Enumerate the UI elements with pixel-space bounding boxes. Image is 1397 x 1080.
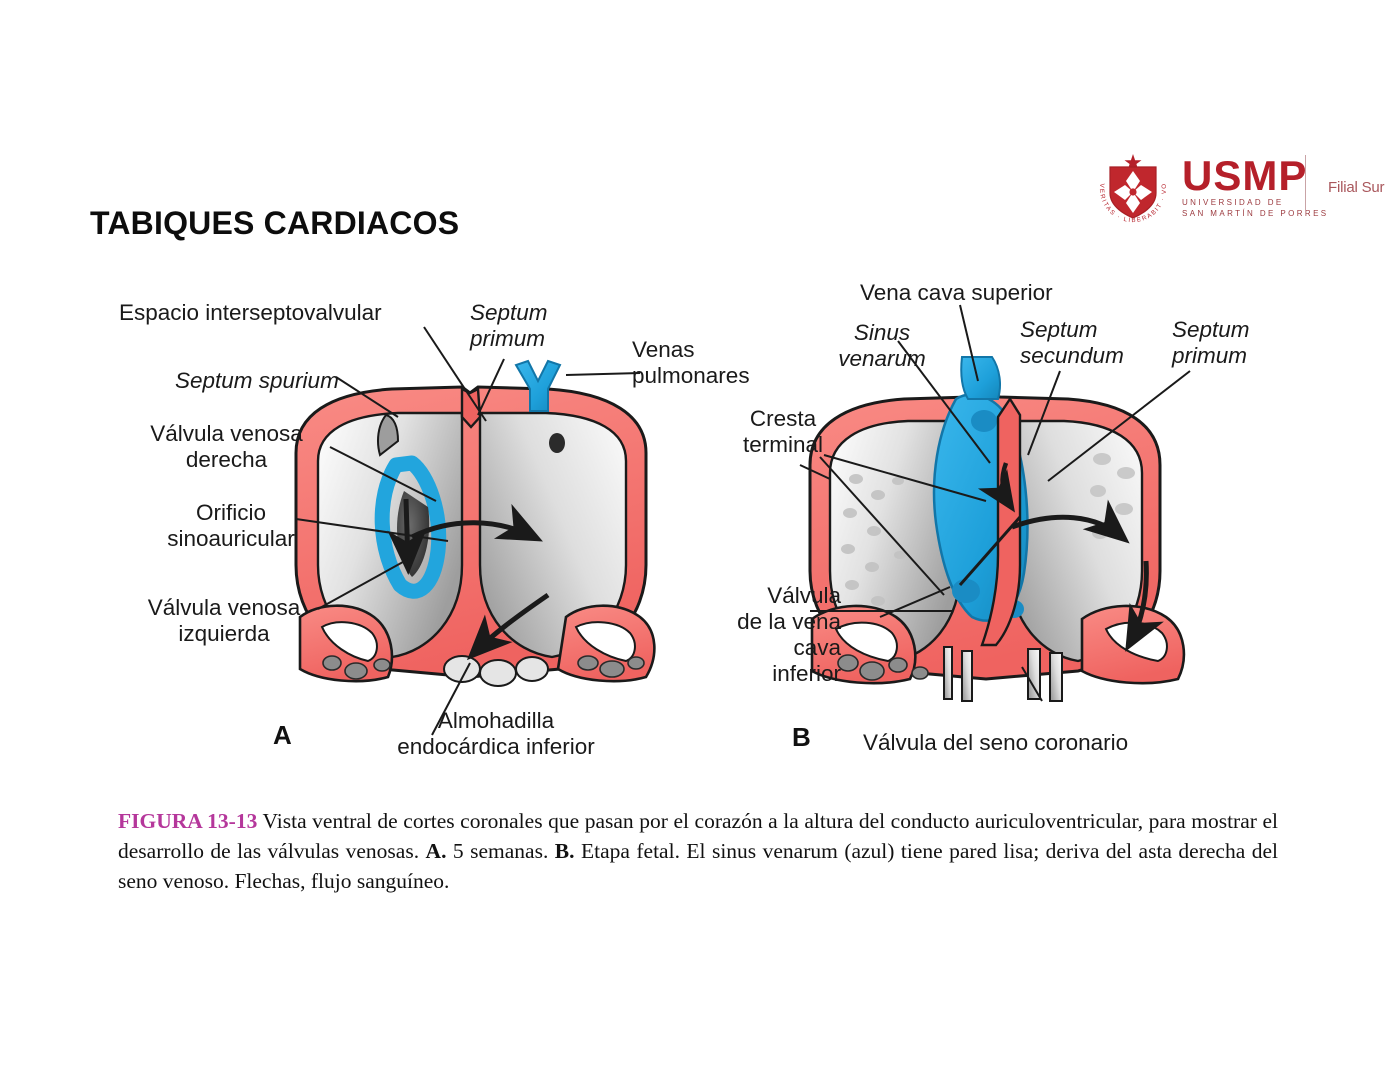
label-venas-pulmonares: Venas pulmonares	[632, 337, 750, 388]
figure-caption: FIGURA 13-13 Vista ventral de cortes cor…	[118, 806, 1278, 896]
caption-part-3: Etapa fetal. El sinus venarum (azul) tie…	[118, 839, 1278, 893]
label-espacio-interseptovalvular: Espacio interseptovalvular	[119, 300, 382, 325]
label-septum-secundum: Septum secundum	[1020, 317, 1124, 368]
anatomy-illustration	[294, 304, 1191, 736]
figure-number: FIGURA 13-13	[118, 809, 258, 833]
anatomy-figure: Espacio interseptovalvular Septum primum…	[0, 265, 1397, 785]
label-sinus-venarum: Sinus venarum	[838, 320, 926, 371]
caption-part-2: 5 semanas.	[446, 839, 555, 863]
label-cresta-terminal: Cresta terminal	[742, 406, 824, 457]
caption-bold-a: A.	[425, 839, 447, 863]
label-septum-primum-b: Septum primum	[1172, 317, 1250, 368]
usmp-shield-icon: VERITAS · LIBERABIT · VOS	[1092, 151, 1174, 229]
usmp-wordmark: USMP UNIVERSIDAD DE SAN MARTÍN DE PORRES	[1182, 155, 1329, 219]
label-valvula-seno-coronario: Válvula del seno coronario	[863, 730, 1129, 755]
page-title: TABIQUES CARDIACOS	[90, 205, 460, 241]
usmp-subtitle-line2: SAN MARTÍN DE PORRES	[1182, 209, 1329, 218]
label-septum-primum-a: Septum primum	[470, 300, 548, 351]
panel-a-illustration	[294, 326, 656, 736]
branch-label: Filial Sur	[1328, 179, 1385, 196]
usmp-letters: USMP	[1182, 152, 1308, 199]
caption-part-1: Vista ventral de cortes coronales que pa…	[118, 809, 1278, 863]
label-septum-spurium: Septum spurium	[175, 368, 339, 393]
label-vena-cava-superior: Vena cava superior	[860, 280, 1053, 305]
panel-b-illustration	[799, 304, 1191, 702]
label-valvula-venosa-izquierda: Válvula venosa izquierda	[147, 595, 301, 646]
label-valvula-vena-cava-inferior: Válvula de la vena cava inferior	[737, 583, 841, 686]
panel-b-letter: B	[792, 722, 811, 752]
label-orificio-sinoauricular: Orificio sinoauricular	[167, 500, 295, 551]
usmp-logo: VERITAS · LIBERABIT · VOS USMP UNIVERSID…	[1092, 143, 1392, 229]
label-almohadilla-endocardica-inferior: Almohadilla endocárdica inferior	[397, 708, 595, 759]
caption-bold-b: B.	[554, 839, 575, 863]
usmp-subtitle-line1: UNIVERSIDAD DE	[1182, 198, 1284, 207]
logo-divider	[1305, 155, 1306, 211]
label-valvula-venosa-derecha: Válvula venosa derecha	[150, 421, 303, 472]
panel-a-letter: A	[273, 720, 292, 750]
